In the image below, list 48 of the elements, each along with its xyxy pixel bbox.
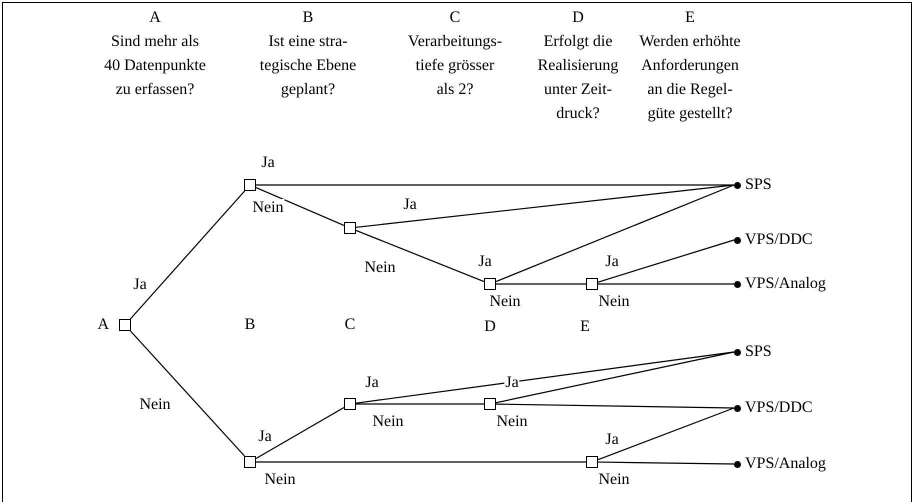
column-question: Ist eine stra- tegische Ebene geplant? [258, 32, 358, 100]
column-question: Verarbeitungs- tiefe grösser als 2? [406, 32, 504, 100]
branch-line [496, 351, 734, 404]
outcome-label: VPS/DDC [745, 230, 813, 250]
outcome-label: SPS [745, 342, 772, 362]
branch-line [130, 190, 246, 320]
branch-line [356, 184, 734, 228]
column-question: Sind mehr als 40 Datenpunkte zu erfassen? [104, 32, 206, 100]
branch-line [496, 283, 586, 285]
column-letter: C [450, 8, 460, 28]
column-letter: D [572, 8, 584, 28]
outcome-label: SPS [745, 175, 772, 195]
node-caption: A [97, 315, 109, 335]
column-letter: E [685, 8, 695, 28]
decision-square [484, 278, 496, 290]
decision-square [344, 398, 356, 410]
column-question: Erfolgt die Realisierung unter Zeit- druck? [536, 32, 620, 124]
branch-line [256, 187, 344, 226]
column-letter: E [580, 317, 590, 337]
branch-line [356, 403, 484, 405]
branch-line [496, 184, 734, 282]
column-letter: A [149, 8, 161, 28]
branch-line [598, 283, 734, 285]
branch-line [256, 461, 586, 463]
column-letter: B [244, 315, 256, 335]
branch-line [598, 461, 734, 465]
branch-line [130, 330, 245, 456]
branch-line [496, 404, 734, 409]
column-letter: D [484, 317, 496, 337]
decision-square [119, 319, 131, 331]
branch-line [356, 351, 734, 404]
column-question: Werden erhöhte Anforderungen an die Regel- güte gestellt? [638, 32, 742, 124]
decision-square [344, 222, 356, 234]
outcome-label: VPS/DDC [745, 398, 813, 418]
column-letter: C [344, 315, 356, 335]
branch-line [256, 406, 344, 460]
outcome-label: VPS/Analog [745, 454, 826, 474]
decision-square [586, 456, 598, 468]
branch-line [598, 239, 734, 283]
column-letter: B [302, 8, 314, 28]
branch-line [256, 184, 734, 186]
branch-line [356, 230, 484, 282]
decision-square [484, 398, 496, 410]
decision-square [244, 179, 256, 191]
decision-square [244, 456, 256, 468]
outcome-label: VPS/Analog [745, 274, 826, 294]
branch-line [598, 407, 734, 460]
decision-square [586, 278, 598, 290]
